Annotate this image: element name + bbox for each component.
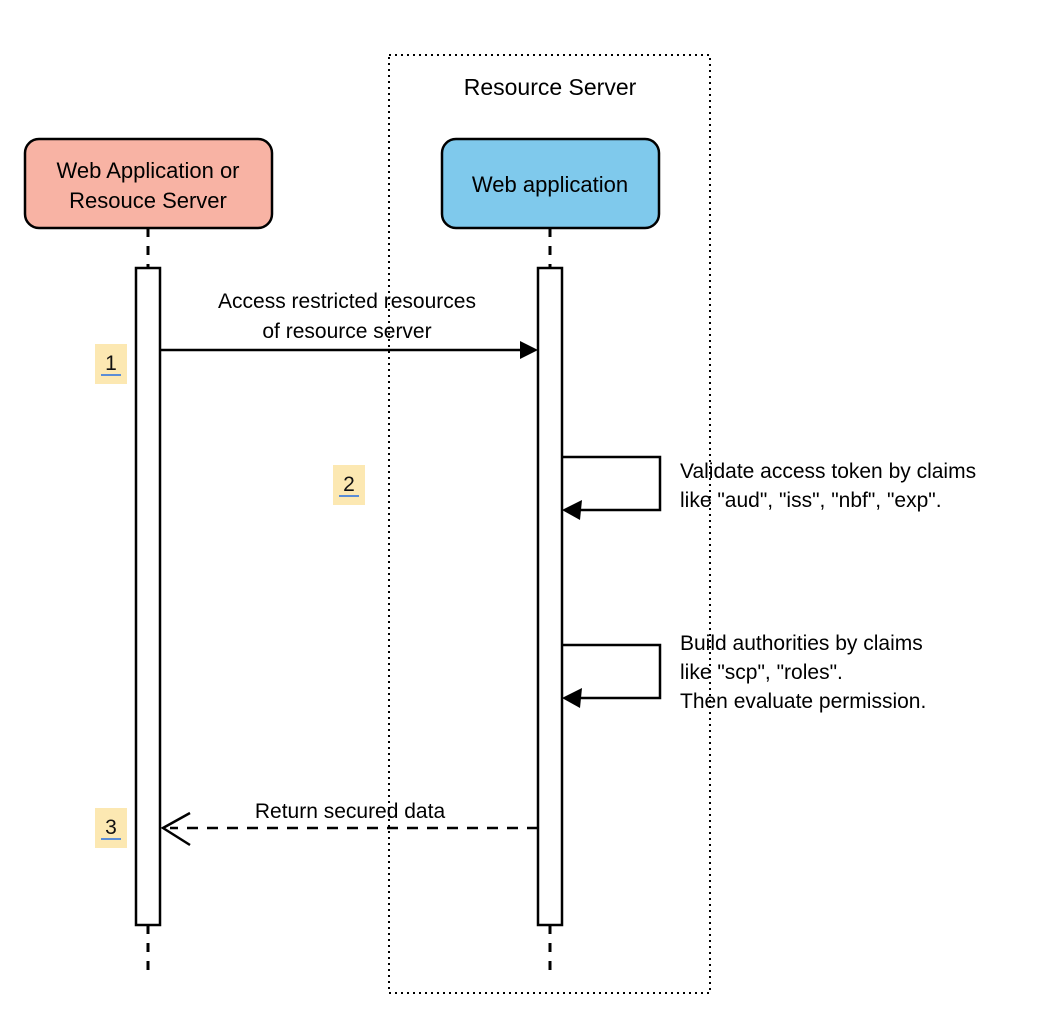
step-badge-1[interactable]: 1 xyxy=(95,344,127,384)
message-3-note-line2: like "scp", "roles". xyxy=(680,661,843,684)
message-3-note-line1: Build authorities by claims xyxy=(680,632,923,655)
frame-title: Resource Server xyxy=(464,74,637,100)
message-4-label: Return secured data xyxy=(255,800,446,823)
step-badge-2-number: 2 xyxy=(339,473,359,497)
participant-label-client-line1: Web Application or xyxy=(56,158,239,183)
step-badge-2[interactable]: 2 xyxy=(333,465,365,505)
step-badge-3[interactable]: 3 xyxy=(95,808,127,848)
activation-bar-client xyxy=(134,266,162,927)
message-1-label-line1: Access restricted resources xyxy=(218,290,476,313)
participant-box-resource-server-app[interactable] xyxy=(440,137,661,230)
message-2-selfloop-path xyxy=(562,455,662,512)
message-2-note-line1: Validate access token by claims xyxy=(680,460,976,483)
message-4-arrowhead xyxy=(160,811,191,847)
message-3-arrowhead xyxy=(562,688,582,708)
participant-label-client-line2: Resouce Server xyxy=(69,188,227,213)
message-1-label-line2: of resource server xyxy=(262,320,431,343)
message-2-arrowhead xyxy=(562,500,582,520)
message-3-note-line3: Then evaluate permission. xyxy=(680,690,926,713)
activation-bar-resource-server-app xyxy=(536,266,564,927)
message-1-arrowhead xyxy=(520,341,538,359)
message-3-selfloop-path xyxy=(562,643,662,700)
step-badge-1-number: 1 xyxy=(101,352,121,376)
participant-label-resource-server-app: Web application xyxy=(472,172,628,197)
message-2-note-line2: like "aud", "iss", "nbf", "exp". xyxy=(680,489,942,512)
step-badge-3-number: 3 xyxy=(101,816,121,840)
participant-box-client[interactable] xyxy=(23,137,274,230)
